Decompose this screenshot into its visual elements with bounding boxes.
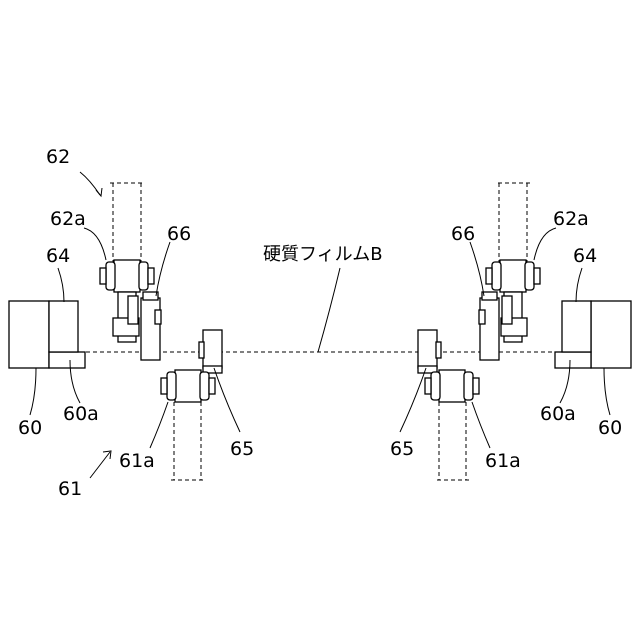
label-64-right: 64 xyxy=(573,245,597,267)
label-66-left: 66 xyxy=(167,223,191,245)
label-65-right: 65 xyxy=(390,438,414,460)
roller-65-left xyxy=(199,330,222,373)
label-61a-right: 61a xyxy=(485,450,521,472)
axis-61-left xyxy=(171,402,204,480)
label-61a-left: 61a xyxy=(119,450,155,472)
roller-62a-left xyxy=(100,260,154,292)
label-62: 62 xyxy=(46,146,70,168)
label-62a-left: 62a xyxy=(50,208,86,230)
plate-60a-left xyxy=(49,352,85,368)
label-64-left: 64 xyxy=(46,245,70,267)
film-label: 硬質フィルムB xyxy=(263,244,383,265)
label-61: 61 xyxy=(58,478,82,500)
label-60-left: 60 xyxy=(18,417,42,439)
roller-61a-left xyxy=(161,370,215,402)
label-66-right: 66 xyxy=(451,223,475,245)
block-64-left xyxy=(49,301,78,352)
label-60a-left: 60a xyxy=(63,403,99,425)
roller-66-left xyxy=(141,292,161,360)
block-60-left xyxy=(9,301,49,368)
axis-62-left xyxy=(110,183,144,262)
label-60a-right: 60a xyxy=(540,403,576,425)
label-62a-right: 62a xyxy=(553,208,589,230)
label-60-right: 60 xyxy=(598,417,622,439)
label-65-left: 65 xyxy=(230,438,254,460)
bracket-62-left xyxy=(113,292,139,342)
